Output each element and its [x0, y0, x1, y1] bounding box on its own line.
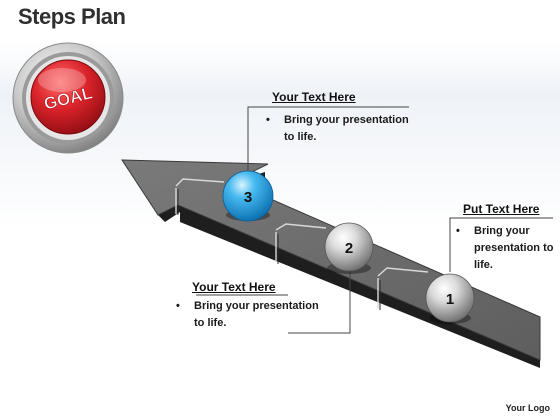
callout-bottom-bullets: Bring your presentation to life. [172, 298, 332, 332]
callout-right-bullet: Bring your presentation to life. [452, 223, 556, 274]
callout-right-bullets: Bring your presentation to life. [452, 223, 556, 274]
page-title: Steps Plan [18, 4, 126, 29]
step-3-ball: 3 [222, 170, 274, 222]
callout-bottom: Your Text Here Bring your presentation t… [172, 280, 332, 332]
footer-logo: Your Logo [505, 403, 550, 413]
callout-top-bullets: Bring your presentation to life. [262, 112, 412, 146]
step-2-number: 2 [345, 240, 353, 257]
callout-top: Your Text Here Bring your presentation t… [262, 90, 412, 146]
connector-lines [196, 106, 553, 334]
goal-button: GOAL [12, 42, 124, 154]
step-3-number: 3 [244, 189, 252, 206]
callout-bottom-heading: Your Text Here [192, 280, 276, 294]
step-2-ball: 2 [324, 222, 374, 274]
step-1-number: 1 [446, 291, 454, 308]
callout-top-heading: Your Text Here [272, 90, 356, 104]
callout-bottom-bullet: Bring your presentation to life. [172, 298, 332, 332]
callout-top-bullet: Bring your presentation to life. [262, 112, 412, 146]
callout-right-heading: Put Text Here [463, 202, 540, 216]
callout-right: Put Text Here Bring your presentation to… [452, 202, 556, 274]
step-1-ball: 1 [425, 273, 475, 324]
